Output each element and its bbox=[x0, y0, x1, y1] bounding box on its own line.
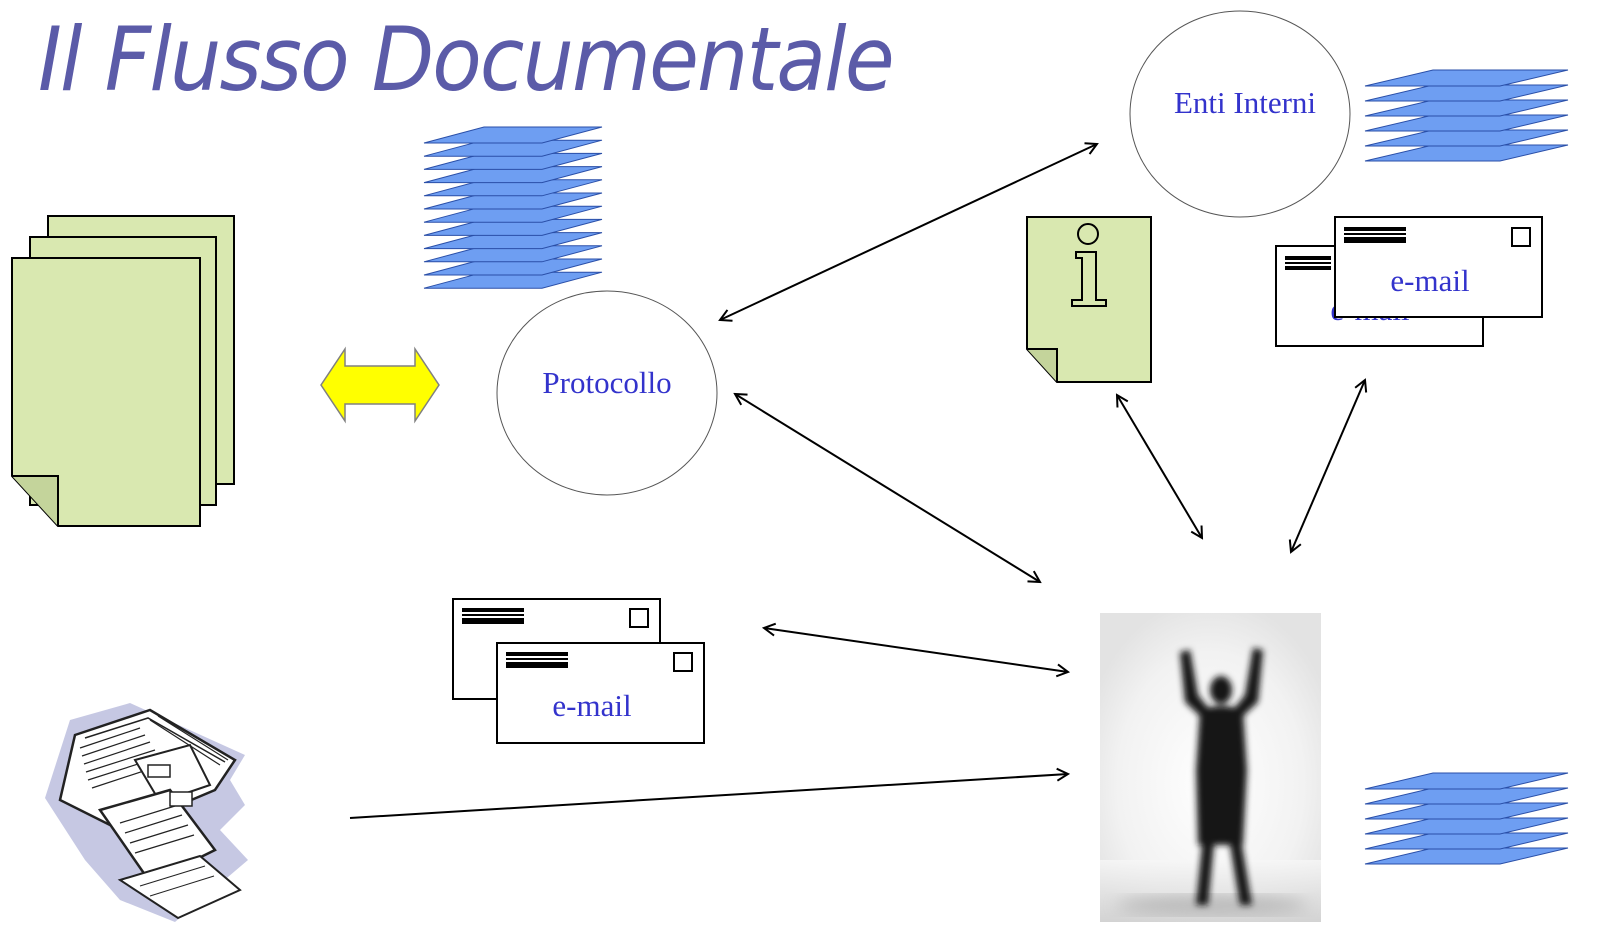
layer-sheet bbox=[423, 271, 603, 289]
layer-stack-icon bbox=[1364, 69, 1569, 162]
layer-sheet bbox=[423, 245, 603, 263]
email-envelope-pair-top: e-mail e-mail bbox=[1275, 216, 1543, 347]
layer-stack-icon bbox=[1364, 772, 1569, 865]
layer-sheet bbox=[423, 218, 603, 236]
layer-sheet bbox=[1364, 817, 1569, 835]
document-stack-icon bbox=[11, 215, 235, 527]
layer-sheet bbox=[423, 258, 603, 276]
layer-sheet bbox=[1364, 144, 1569, 162]
layer-sheet bbox=[1364, 114, 1569, 132]
layer-sheet bbox=[423, 166, 603, 184]
layer-sheet bbox=[1364, 84, 1569, 102]
protocollo-node: Protocollo bbox=[496, 290, 718, 496]
arrow-disks-person bbox=[349, 774, 1068, 819]
double-arrow-icon bbox=[320, 346, 440, 424]
email-label-front: e-mail bbox=[1390, 263, 1469, 298]
layer-sheet bbox=[1364, 99, 1569, 117]
enti-interni-node: Enti Interni bbox=[1129, 10, 1351, 218]
arrow-email-top-person bbox=[1291, 380, 1365, 552]
info-document-icon bbox=[1026, 216, 1152, 383]
layer-sheet bbox=[423, 152, 603, 170]
arrow-info-person bbox=[1117, 395, 1202, 538]
page-title: Il Flusso Documentale bbox=[38, 8, 895, 111]
person-silhouette-photo bbox=[1100, 613, 1321, 922]
connectors bbox=[349, 144, 1365, 819]
layer-sheet bbox=[423, 179, 603, 197]
layer-sheet bbox=[423, 126, 603, 144]
arrow-protocollo-person bbox=[735, 394, 1040, 582]
protocollo-label: Protocollo bbox=[542, 365, 671, 400]
layer-sheet bbox=[1364, 129, 1569, 147]
arrow-protocollo-enti bbox=[720, 144, 1097, 320]
email-label-center: e-mail bbox=[552, 688, 631, 723]
enti-interni-label: Enti Interni bbox=[1174, 85, 1316, 120]
layer-sheet bbox=[1364, 802, 1569, 820]
email-envelope-pair-center: e-mail bbox=[452, 598, 705, 744]
layer-sheet bbox=[423, 232, 603, 250]
layer-sheet bbox=[1364, 69, 1569, 87]
layer-sheet bbox=[1364, 772, 1569, 790]
layer-sheet bbox=[423, 205, 603, 223]
layer-stack-icon bbox=[423, 126, 603, 289]
layer-sheet bbox=[1364, 832, 1569, 850]
layer-sheet bbox=[423, 192, 603, 210]
layer-sheet bbox=[423, 139, 603, 157]
layer-sheet bbox=[1364, 847, 1569, 865]
layer-sheet bbox=[1364, 787, 1569, 805]
arrow-email-center-person bbox=[764, 628, 1068, 672]
floppy-disk-tray-icon bbox=[45, 703, 248, 922]
